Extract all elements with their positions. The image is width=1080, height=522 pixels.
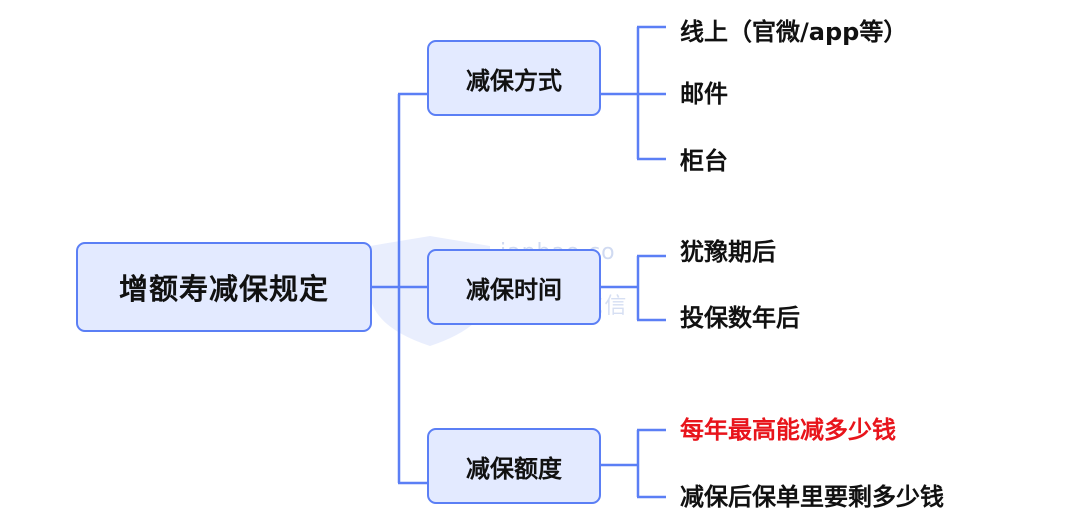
leaf-remaining-after-reduction: 减保后保单里要剩多少钱 [680, 483, 944, 511]
leaf-after-cooling-off: 犹豫期后 [680, 238, 776, 266]
leaf-online: 线上（官微/app等） [680, 18, 908, 46]
leaf-max-annual-reduction: 每年最高能减多少钱 [680, 416, 896, 444]
branch-node-reduction-time: 减保时间 [427, 249, 601, 325]
leaf-counter: 柜台 [680, 147, 728, 175]
root-node: 增额寿减保规定 [76, 242, 372, 332]
leaf-email: 邮件 [680, 80, 728, 108]
branch-node-reduction-amount: 减保额度 [427, 428, 601, 504]
branch-node-reduction-method: 减保方式 [427, 40, 601, 116]
leaf-years-after-purchase: 投保数年后 [680, 304, 800, 332]
